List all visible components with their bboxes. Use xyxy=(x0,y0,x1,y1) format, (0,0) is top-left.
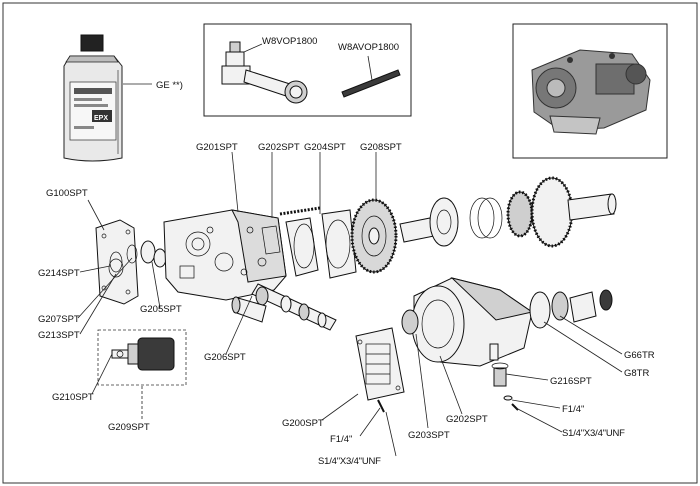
gear-g208 xyxy=(350,198,398,274)
flange-plate xyxy=(95,219,139,305)
label-g100spt: G100SPT xyxy=(46,188,88,199)
label-f14-right: F1/4" xyxy=(562,404,584,415)
label-g201spt: G201SPT xyxy=(196,142,238,153)
plate-g204-ring xyxy=(325,219,351,269)
bushing-g205b xyxy=(153,248,167,268)
label-w8avop1800: W8AVOP1800 xyxy=(338,42,399,53)
gasket-g202 xyxy=(285,217,319,277)
w8vop1800-leader xyxy=(243,43,263,53)
label-g205spt: G205SPT xyxy=(140,304,182,315)
o-ring-g214 xyxy=(126,244,138,264)
plate-g204 xyxy=(321,209,357,279)
label-g208spt: G208SPT xyxy=(360,142,402,153)
label-g200spt: G200SPT xyxy=(282,418,324,429)
tool-rod-w8avop1800 xyxy=(341,69,401,98)
label-ge: GE **) xyxy=(156,80,183,91)
label-g202spt-top: G202SPT xyxy=(258,142,300,153)
coil-spring xyxy=(279,206,321,216)
oil-bottle: EPX xyxy=(63,34,123,162)
solenoid-box xyxy=(97,329,187,386)
tool-wrench-w8vop1800 xyxy=(221,41,308,104)
w8avop1800-leader xyxy=(367,55,373,81)
label-g209spt: G209SPT xyxy=(108,422,150,433)
label-g66tr: G66TR xyxy=(624,350,655,361)
bearing-g205 xyxy=(140,240,156,264)
label-s14-left: S1/4"X3/4"UNF xyxy=(318,456,381,467)
shaft-assembly xyxy=(399,176,617,248)
label-g204spt: G204SPT xyxy=(304,142,346,153)
valve-stack-g206 xyxy=(231,283,337,331)
pump-housing xyxy=(163,209,287,301)
g210-leader xyxy=(91,353,113,395)
solenoid-g210 xyxy=(111,337,175,371)
label-g206spt: G206SPT xyxy=(204,352,246,363)
housing-g203 xyxy=(401,277,613,367)
leader-lines xyxy=(77,151,623,457)
label-f14-left: F1/4" xyxy=(330,434,352,445)
label-g216spt: G216SPT xyxy=(550,376,592,387)
label-w8vop1800: W8VOP1800 xyxy=(262,36,317,47)
label-g202spt-bottom: G202SPT xyxy=(446,414,488,425)
cover-bolt xyxy=(377,399,385,413)
gearbox-photo xyxy=(531,49,651,135)
label-s14-right: S1/4"X3/4"UNF xyxy=(562,428,625,439)
label-g203spt: G203SPT xyxy=(408,430,450,441)
gasket-g202-ring xyxy=(293,223,315,269)
valve-g216 xyxy=(489,343,519,411)
label-g213spt: G213SPT xyxy=(38,330,80,341)
bottle-brand: EPX xyxy=(94,115,108,122)
cover-plate-g200 xyxy=(355,327,405,401)
label-g8tr: G8TR xyxy=(624,368,649,379)
label-g214spt: G214SPT xyxy=(38,268,80,279)
label-g210spt: G210SPT xyxy=(52,392,94,403)
label-g207spt: G207SPT xyxy=(38,314,80,325)
